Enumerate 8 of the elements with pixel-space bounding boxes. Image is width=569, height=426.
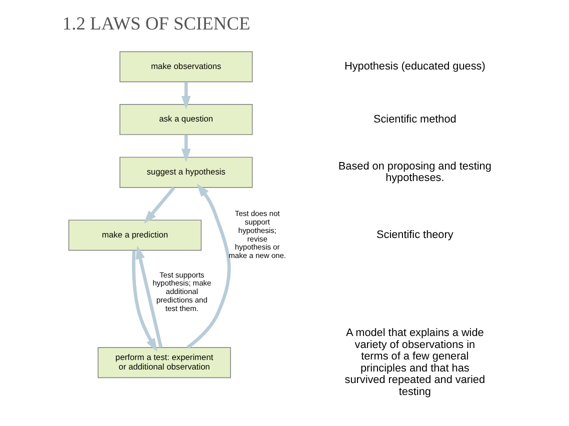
label: A model that explains a wide variety of observations in terms of a few general principles and that has survived repeated and varied testing [344,327,485,398]
diagram-title: 1.2 LAWS OF SCIENCE [62,14,250,34]
label: Scientific method [373,113,456,126]
edge-label: Test supports hypothesis; make additional predictions and test them. [152,270,211,313]
edge-label: Test does not support hypothesis; revise hypothesis or make a new one. [228,209,286,260]
label: Scientific theory [376,229,453,242]
label: Based on proposing and testing hypotheses. [338,160,491,184]
label: Hypothesis (educated guess) [344,60,485,73]
